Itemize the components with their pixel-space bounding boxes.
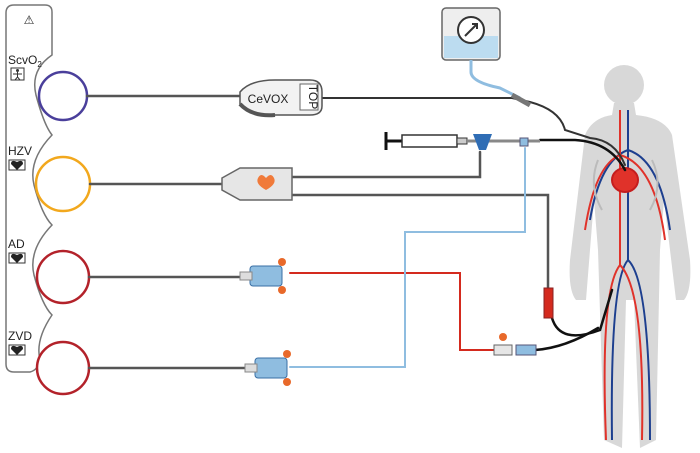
ad-port[interactable]	[35, 249, 91, 305]
heart	[611, 167, 639, 193]
pressure-bag	[441, 7, 521, 100]
venous-transducer	[244, 350, 291, 386]
heart-icon	[8, 252, 26, 264]
svg-text:ScvO2: ScvO2	[8, 53, 42, 69]
scvo2-port[interactable]	[37, 70, 89, 122]
central-venous-catheter	[538, 138, 627, 172]
arterial-transducer	[239, 258, 286, 294]
heart-icon	[8, 159, 26, 171]
zvd-port[interactable]	[35, 340, 91, 396]
thermodilution-catheter	[550, 288, 614, 337]
monitor-panel	[5, 4, 54, 373]
cevox-label: CeVOX	[248, 92, 289, 106]
channel-label-ad: AD	[8, 237, 25, 251]
stopcocks	[493, 92, 554, 356]
arterial-catheter	[533, 326, 600, 352]
channel-label-hzv: HZV	[8, 144, 32, 158]
arterial-pressure-line	[289, 272, 496, 351]
hzv-port[interactable]	[34, 155, 92, 213]
top-label: TOP	[306, 85, 320, 109]
person-icon	[10, 67, 25, 81]
hzv-line-upper	[290, 150, 482, 179]
picco-module	[221, 167, 293, 201]
cevox-catheter-line	[321, 97, 626, 166]
channel-label-zvd: ZVD	[8, 329, 32, 343]
channel-label-scvo2: ScvO	[8, 53, 37, 67]
human-body	[569, 65, 691, 448]
injection-syringe	[384, 132, 540, 150]
vessels	[584, 110, 671, 441]
venous-pressure-line	[289, 147, 526, 368]
hzv-line-lower	[290, 193, 550, 292]
heart-icon	[8, 344, 26, 356]
cevox-sensor: CeVOX TOP	[238, 79, 323, 118]
warning-icon: ⚠	[24, 13, 35, 27]
